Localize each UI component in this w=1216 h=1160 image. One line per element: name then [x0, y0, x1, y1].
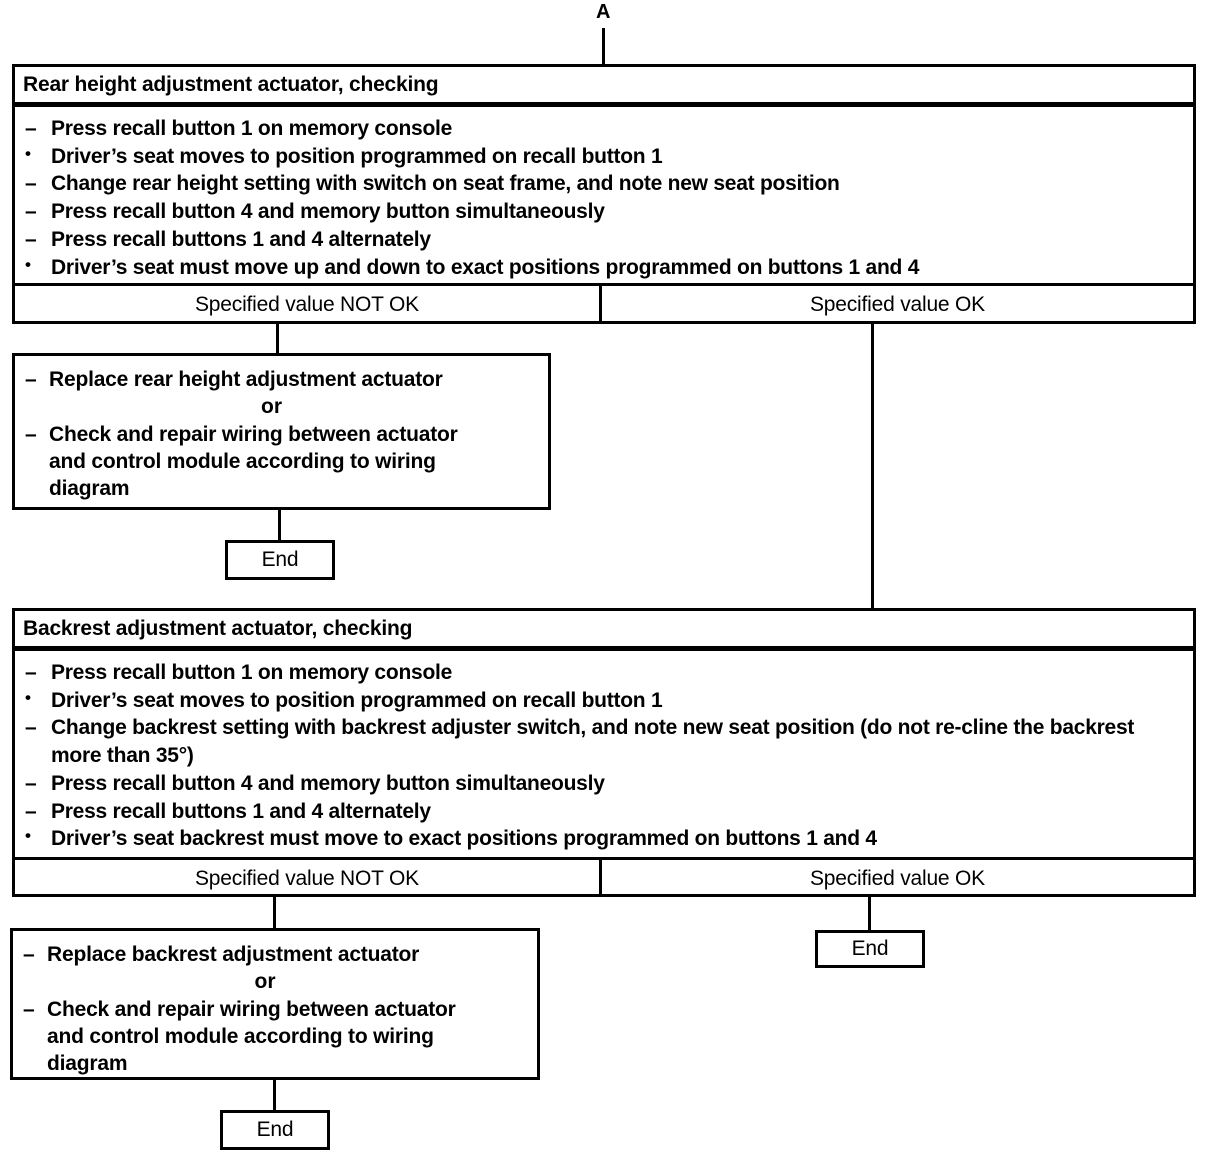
dash-marker-icon: –	[25, 716, 37, 740]
step-text: Press recall button 1 on memory console	[51, 661, 453, 684]
action-line: – Replace backrest adjustment actuator	[23, 941, 525, 968]
procedure-box-rear-height: Rear height adjustment actuator, checkin…	[12, 64, 1196, 324]
list-item: – Press recall button 1 on memory consol…	[25, 659, 1183, 687]
decision-row-backrest: Specified value NOT OK Specified value O…	[15, 857, 1193, 897]
entry-connector-label: A	[596, 1, 611, 23]
end-box-backrest: End	[220, 1110, 330, 1150]
dash-marker-icon: –	[25, 799, 37, 823]
step-text: Driver’s seat must move up and down to e…	[51, 255, 920, 279]
end-box-backrest-ok: End	[815, 930, 925, 968]
action-line: – Replace rear height adjustment actuato…	[25, 366, 536, 393]
connector-entry-to-block1	[602, 28, 605, 66]
action-box-replace-rear-height: – Replace rear height adjustment actuato…	[12, 353, 551, 510]
connector-block1-not-ok	[276, 324, 279, 353]
list-item: • Driver’s seat moves to position progra…	[25, 143, 1183, 171]
action-or-separator: or	[254, 970, 276, 994]
connector-action2-to-end2	[273, 1080, 276, 1110]
list-item: • Driver’s seat backrest must move to ex…	[25, 825, 1183, 853]
bullet-marker-icon: •	[25, 143, 31, 163]
list-item: – Press recall button 4 and memory butto…	[25, 770, 1183, 798]
list-item: – Change rear height setting with switch…	[25, 170, 1183, 198]
step-text: Press recall button 1 on memory console	[51, 117, 453, 140]
action-text: Check and repair wiring between actuator…	[47, 996, 525, 1078]
dash-marker-icon: –	[25, 368, 37, 391]
action-text-line: diagram	[47, 1052, 128, 1076]
procedure-steps-backrest: – Press recall button 1 on memory consol…	[15, 649, 1193, 857]
bullet-marker-icon: •	[25, 687, 31, 707]
dash-marker-icon: –	[25, 172, 37, 196]
action-text-line: Check and repair wiring between actuator	[49, 422, 458, 446]
dash-marker-icon: –	[25, 117, 37, 140]
decision-cell-ok[interactable]: Specified value OK	[809, 293, 985, 316]
action-text-line: and control module according to wiring	[49, 449, 436, 473]
connector-block2-ok-to-end3	[868, 897, 871, 930]
decision-cell-ok[interactable]: Specified value OK	[809, 866, 985, 890]
action-text-line: diagram	[49, 477, 130, 501]
action-text: Replace backrest adjustment actuator	[47, 943, 420, 966]
dash-marker-icon: –	[23, 997, 35, 1021]
action-or-separator: or	[261, 395, 282, 419]
action-text: Check and repair wiring between actuator…	[49, 421, 536, 503]
action-line: – Check and repair wiring between actuat…	[25, 421, 536, 503]
step-text: Change rear height setting with switch o…	[51, 172, 840, 196]
dash-marker-icon: –	[25, 200, 37, 224]
connector-block1-ok-to-block2	[871, 324, 874, 608]
decision-cell-not-ok[interactable]: Specified value NOT OK	[15, 286, 602, 324]
decision-row-rear-height: Specified value NOT OK Specified value O…	[15, 283, 1193, 324]
list-item: – Press recall button 1 on memory consol…	[25, 115, 1183, 143]
dash-marker-icon: –	[25, 771, 37, 795]
procedure-steps-rear-height: – Press recall button 1 on memory consol…	[15, 105, 1193, 283]
bullet-marker-icon: •	[25, 826, 31, 846]
procedure-box-backrest: Backrest adjustment actuator, checking –…	[12, 608, 1196, 897]
list-item: • Driver’s seat must move up and down to…	[25, 254, 1183, 282]
step-text: Press recall buttons 1 and 4 alternately	[51, 799, 431, 823]
decision-cell-not-ok[interactable]: Specified value NOT OK	[15, 860, 602, 897]
step-text: Driver’s seat backrest must move to exac…	[51, 827, 877, 851]
step-text: Change backrest setting with backrest ad…	[51, 716, 1135, 768]
dash-marker-icon: –	[25, 661, 37, 684]
step-text: Press recall button 4 and memory button …	[51, 200, 605, 224]
procedure-title-backrest: Backrest adjustment actuator, checking	[15, 611, 1193, 649]
list-item: – Change backrest setting with backrest …	[25, 714, 1183, 769]
bullet-marker-icon: •	[25, 254, 31, 274]
procedure-title-rear-height: Rear height adjustment actuator, checkin…	[15, 67, 1193, 105]
dash-marker-icon: –	[25, 227, 37, 251]
dash-marker-icon: –	[23, 943, 35, 966]
connector-action1-to-end1	[278, 510, 281, 540]
step-text: Press recall buttons 1 and 4 alternately	[51, 227, 431, 251]
step-text: Driver’s seat moves to position programm…	[51, 144, 663, 168]
action-text-line: and control module according to wiring	[47, 1024, 434, 1048]
list-item: – Press recall buttons 1 and 4 alternate…	[25, 226, 1183, 254]
connector-block2-not-ok	[273, 897, 276, 928]
list-item: – Press recall button 4 and memory butto…	[25, 198, 1183, 226]
list-item: – Press recall buttons 1 and 4 alternate…	[25, 798, 1183, 826]
action-line: – Check and repair wiring between actuat…	[23, 996, 525, 1078]
end-box-rear-height: End	[225, 540, 335, 580]
action-box-replace-backrest: – Replace backrest adjustment actuator o…	[10, 928, 540, 1080]
list-item: • Driver’s seat moves to position progra…	[25, 687, 1183, 715]
action-text: Replace rear height adjustment actuator	[49, 368, 443, 391]
dash-marker-icon: –	[25, 422, 37, 446]
step-text: Press recall button 4 and memory button …	[51, 771, 605, 795]
step-text: Driver’s seat moves to position programm…	[51, 688, 663, 712]
action-text-line: Check and repair wiring between actuator	[47, 997, 456, 1021]
